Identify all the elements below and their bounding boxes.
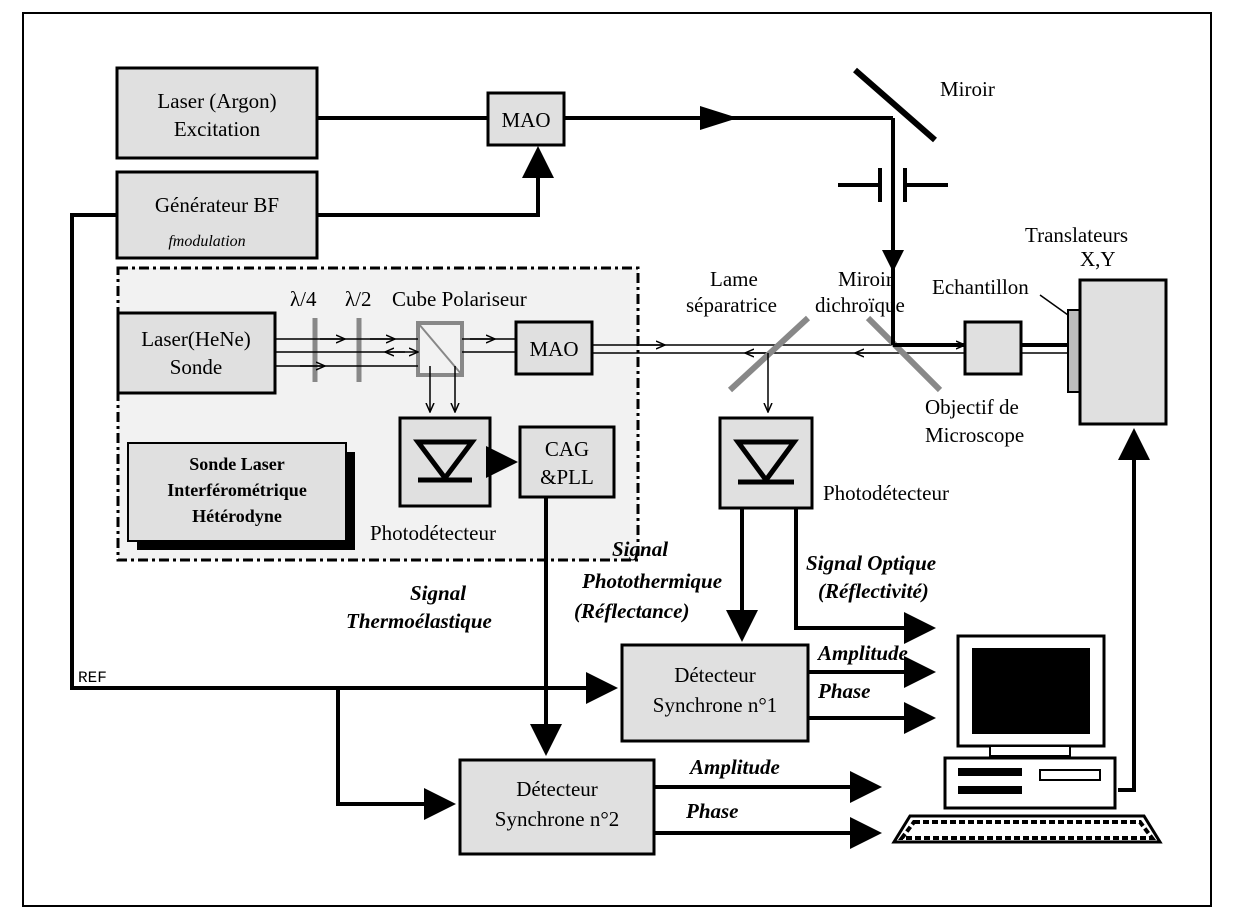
generateur-bf-block: Générateur BF fmodulation <box>115 170 319 260</box>
miroir-top <box>853 67 937 143</box>
objectif-label1: Objectif de <box>925 395 1019 419</box>
ref-label: REF <box>78 669 107 687</box>
miroir-label: Miroir <box>940 77 995 101</box>
laser-argon-line1: Laser (Argon) <box>157 89 276 113</box>
signal-thermo-2: Thermoélastique <box>346 609 492 633</box>
miroir-dichroique-label2: dichroïque <box>815 293 905 317</box>
lambda2-label: λ/2 <box>345 287 372 311</box>
cag-line1: CAG <box>545 437 589 461</box>
sonde-line1: Sonde Laser <box>189 454 285 474</box>
photodetecteur-label2: Photodétecteur <box>823 481 949 505</box>
mao-probe-block: MAO <box>514 320 594 376</box>
signal-photo-2: Photothermique <box>581 569 722 593</box>
diagram-frame <box>22 12 1212 907</box>
miroir-dichroique <box>865 315 943 393</box>
signal-thermo-1: Signal <box>410 581 466 605</box>
mao-probe-label: MAO <box>529 337 578 361</box>
lambda4-label: λ/4 <box>290 287 317 311</box>
laser-argon-line2: Excitation <box>174 117 261 141</box>
phase1-label: Phase <box>817 679 871 703</box>
laser-hene-block: Laser(HeNe) Sonde <box>116 311 277 395</box>
lame-label1: Lame <box>710 267 758 291</box>
miroir-dichroique-label1: Miroir <box>838 267 893 291</box>
phase2-label: Phase <box>685 799 739 823</box>
cag-line2: &PLL <box>540 465 594 489</box>
signal-optique-2: (Réflectivité) <box>818 579 929 603</box>
amplitude2-label: Amplitude <box>688 755 780 779</box>
sonde-line3: Hétérodyne <box>192 506 282 526</box>
computer-icon <box>891 634 1163 844</box>
cube-label: Cube Polariseur <box>392 287 527 311</box>
det1-line2: Synchrone n°1 <box>653 693 777 717</box>
det2-line2: Synchrone n°2 <box>495 807 619 831</box>
cag-pll-block: CAG &PLL <box>518 425 616 499</box>
objectif-block <box>963 320 1023 376</box>
signal-optique-1: Signal Optique <box>806 551 936 575</box>
echantillon-label: Echantillon <box>932 275 1029 299</box>
mao-top-block: MAO <box>486 91 566 147</box>
mao-top-label: MAO <box>501 108 550 132</box>
amplitude1-label: Amplitude <box>816 641 908 665</box>
det1-line1: Détecteur <box>674 663 756 687</box>
signal-photo-3: (Réflectance) <box>574 599 689 623</box>
photodetecteur-probe <box>398 416 492 508</box>
photodetecteur-label1: Photodétecteur <box>370 521 496 545</box>
translateurs-xy: X,Y <box>1080 247 1116 271</box>
generateur-label: Générateur BF <box>155 193 279 217</box>
detecteur-synchrone-1: Détecteur Synchrone n°1 <box>620 643 810 743</box>
detecteur-synchrone-2: Détecteur Synchrone n°2 <box>458 758 656 856</box>
laser-argon-block: Laser (Argon) Excitation <box>115 66 319 160</box>
echantillon <box>1067 309 1081 393</box>
laser-hene-line1: Laser(HeNe) <box>141 327 251 351</box>
laser-hene-line2: Sonde <box>170 355 223 379</box>
det2-line1: Détecteur <box>516 777 598 801</box>
lame-separatrice <box>727 315 811 393</box>
objectif-label2: Microscope <box>925 423 1024 447</box>
translateurs-block <box>1078 278 1168 426</box>
signal-photo-1: Signal <box>612 537 668 561</box>
lame-label2: séparatrice <box>686 293 777 317</box>
photodetecteur-reflect <box>718 416 814 510</box>
translateurs-label: Translateurs <box>1025 223 1128 247</box>
sonde-laser-box: Sonde Laser Interférométrique Hétérodyne <box>127 442 355 550</box>
sonde-line2: Interférométrique <box>167 480 307 500</box>
modulation-label: fmodulation <box>168 233 245 250</box>
